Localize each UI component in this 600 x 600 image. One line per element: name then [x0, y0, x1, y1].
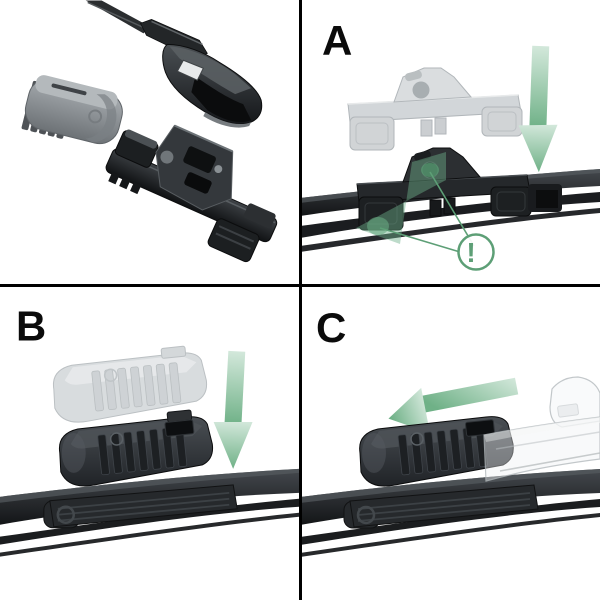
- ghost-cap: [52, 345, 208, 423]
- horizontal-divider: [0, 284, 600, 287]
- step-a-label: A: [322, 17, 352, 64]
- arrow-down-icon: [518, 45, 558, 173]
- adapter-base: [343, 484, 539, 529]
- panel-step-a: A: [300, 0, 600, 284]
- side-cap-part: [21, 75, 123, 145]
- ghost-adapter: [347, 67, 523, 151]
- arrow-left-icon: [388, 377, 519, 433]
- step-a-illustration: A: [300, 17, 600, 271]
- ghost-wiper-arm: [483, 376, 600, 482]
- step-c-label: C: [316, 304, 346, 351]
- arrow-down-icon: [213, 350, 253, 469]
- parts-illustration: [21, 0, 278, 263]
- panel-step-c: C: [300, 285, 600, 600]
- step-b-label: B: [16, 302, 46, 349]
- mounted-cap: [359, 416, 514, 487]
- adapter-base: [43, 484, 238, 529]
- adapter-clip-part: [105, 124, 278, 263]
- wiper-arm-hook: [85, 0, 263, 128]
- blade-clamp-inner: [536, 190, 558, 208]
- step-b-illustration: B: [0, 302, 299, 557]
- panel-step-b: B: [0, 285, 299, 600]
- vertical-divider: [299, 0, 302, 600]
- panel-parts: [0, 0, 299, 284]
- attachment-highlight: [356, 152, 475, 253]
- alert-circle-icon: !: [457, 233, 495, 271]
- alert-exclamation: !: [466, 237, 475, 268]
- step-c-illustration: C: [300, 304, 600, 557]
- mounted-cap: [58, 409, 214, 487]
